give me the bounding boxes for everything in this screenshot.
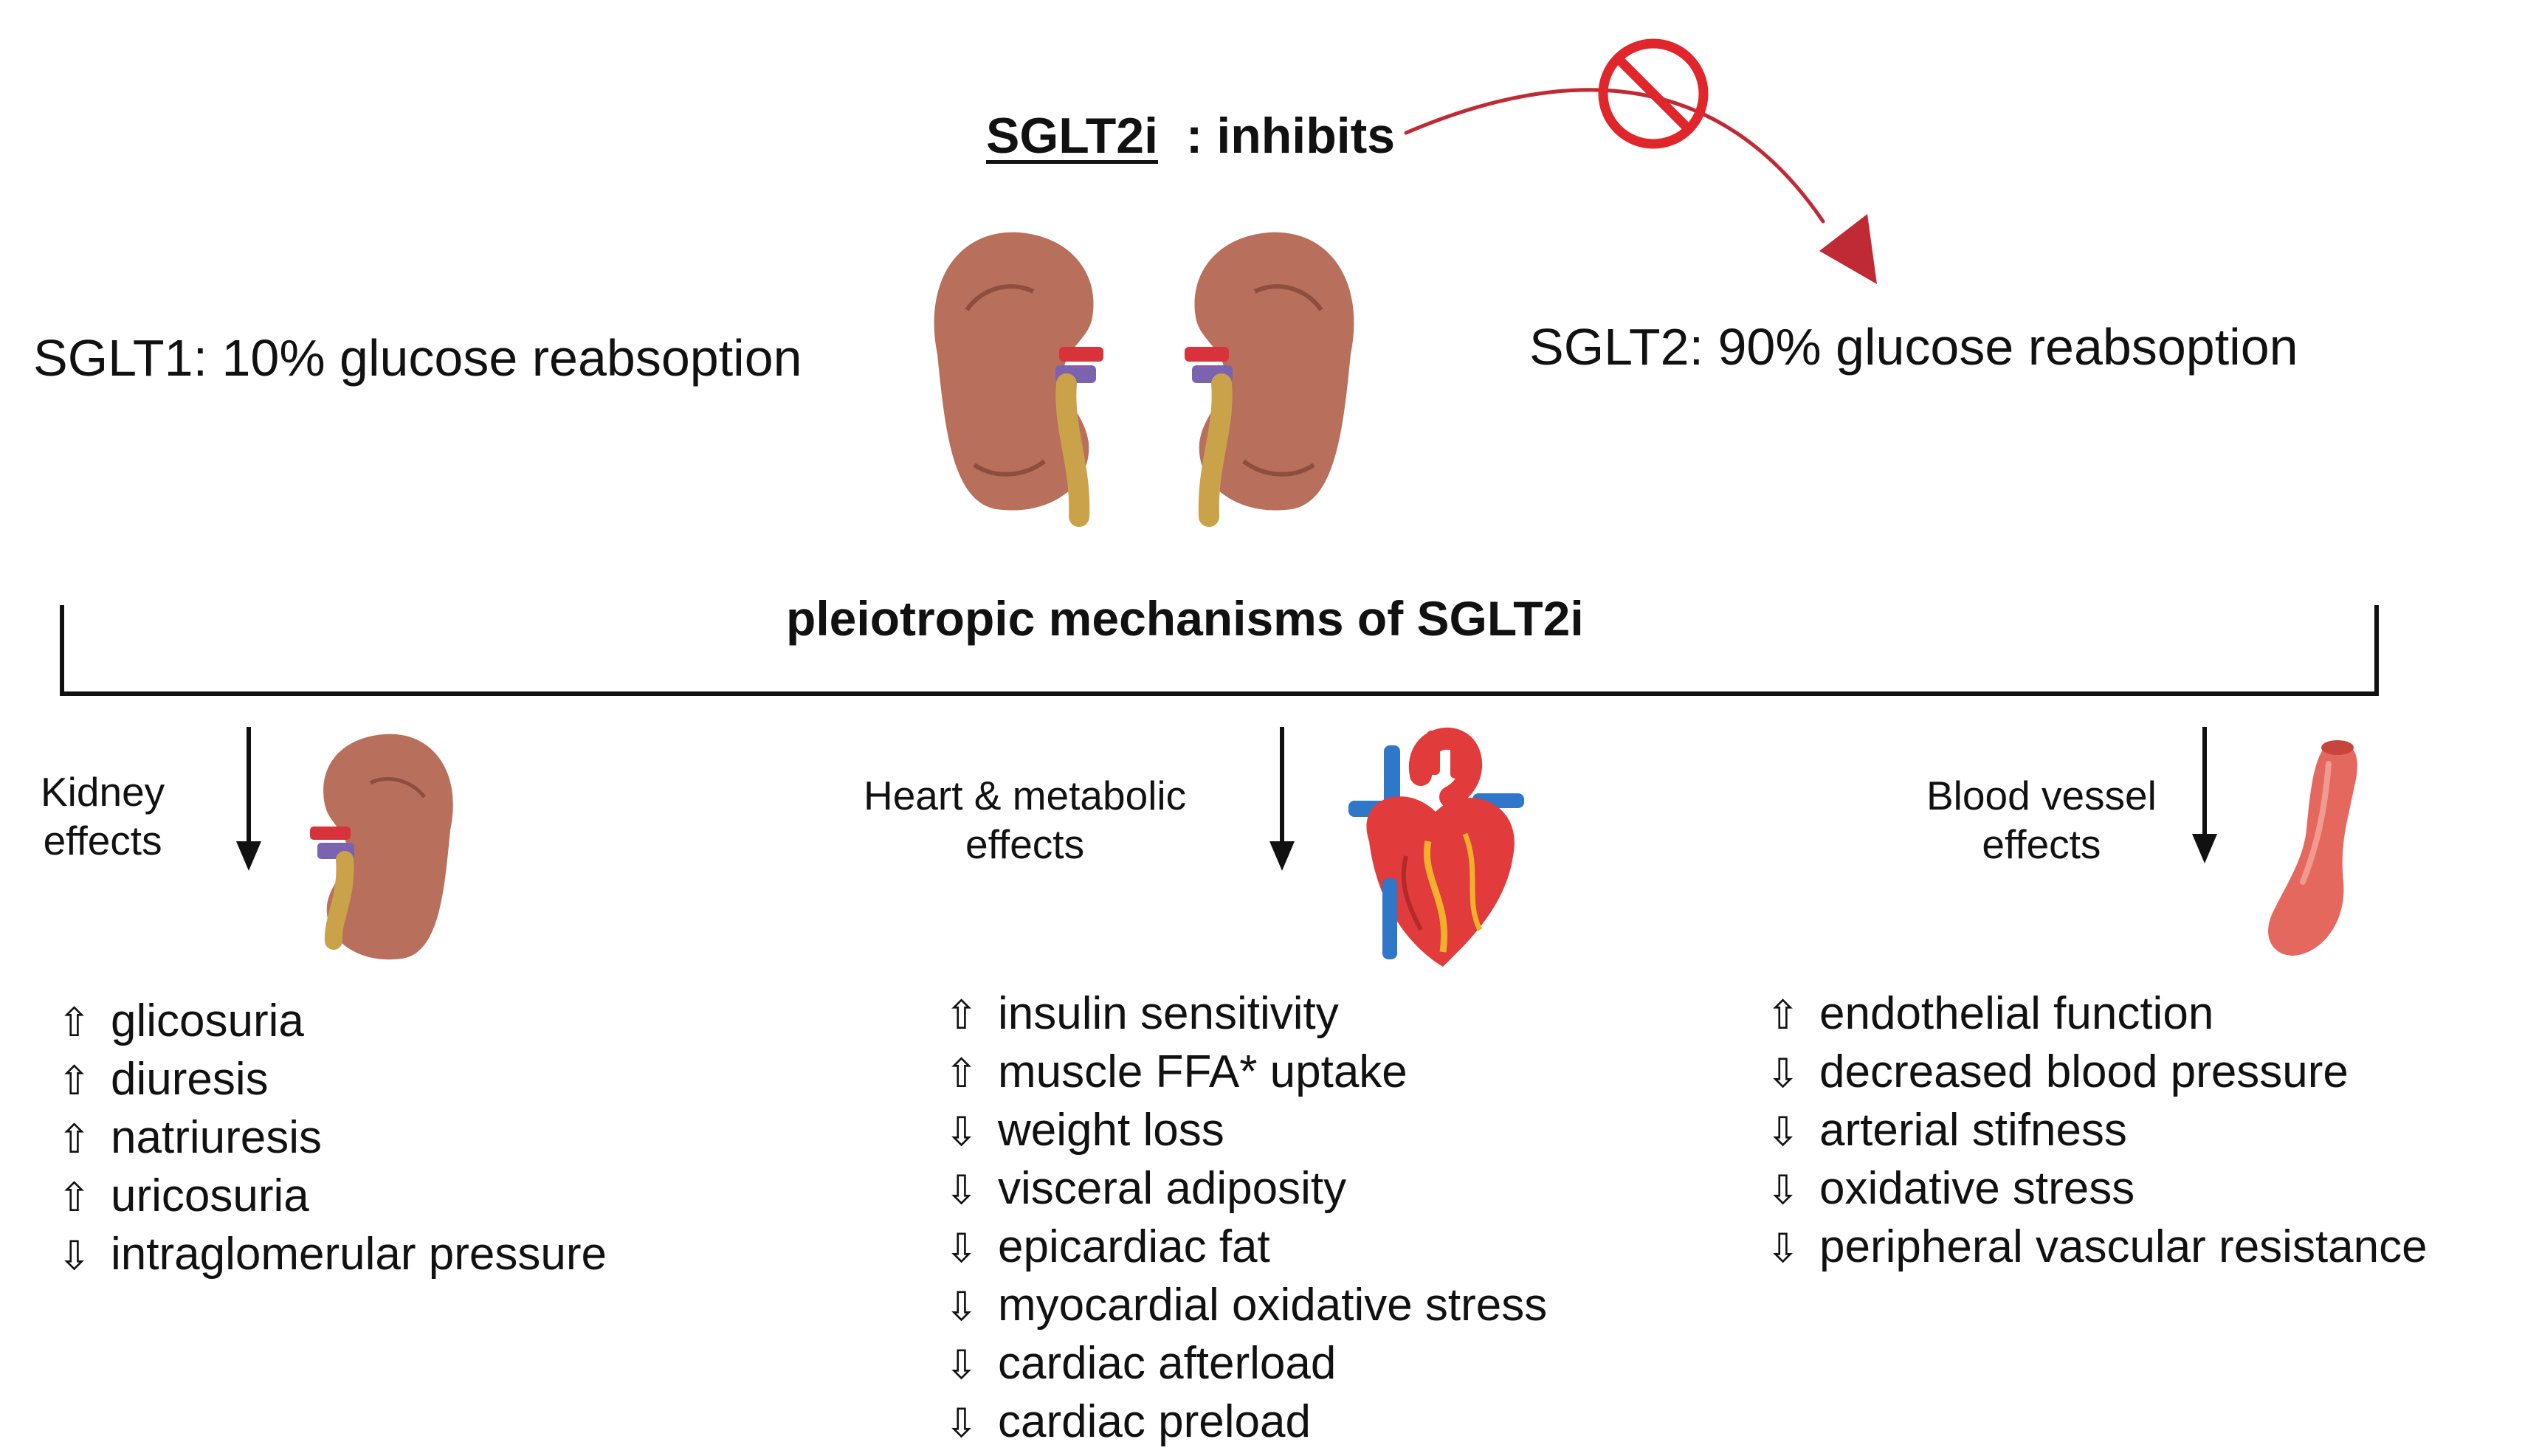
list-item: ⇩ decreased blood pressure bbox=[1766, 1043, 2428, 1102]
list-item-text: visceral adiposity bbox=[998, 1163, 1347, 1214]
down-arrow-icon bbox=[2192, 727, 2217, 863]
decrease-arrow-icon: ⇩ bbox=[945, 1283, 979, 1330]
list-item-text: peripheral vascular resistance bbox=[1819, 1221, 2428, 1272]
list-item: ⇩ weight loss bbox=[945, 1102, 1547, 1160]
decrease-arrow-icon: ⇩ bbox=[945, 1167, 979, 1213]
decrease-arrow-icon: ⇩ bbox=[1766, 1050, 1800, 1097]
kidney-effects-list: ⇧ glicosuria ⇧ diuresis ⇧ natriuresis ⇧ uricosu… bbox=[58, 993, 607, 1284]
list-item-text: diuresis bbox=[111, 1054, 269, 1105]
increase-arrow-icon: ⇧ bbox=[1766, 992, 1800, 1038]
list-item: ⇧ uricosuria bbox=[58, 1167, 607, 1226]
list-item-text: insulin sensitivity bbox=[998, 988, 1339, 1039]
list-item-text: intraglomerular pressure bbox=[111, 1229, 607, 1280]
arrow-head-icon bbox=[1819, 214, 1877, 284]
list-item: ⇩ intraglomerular pressure bbox=[58, 1226, 607, 1284]
list-item-text: weight loss bbox=[998, 1105, 1224, 1156]
list-item: ⇧ natriuresis bbox=[58, 1109, 607, 1167]
sglt2-label: SGLT2: 90% glucose reabsoption bbox=[1529, 318, 2298, 376]
decrease-arrow-icon: ⇩ bbox=[945, 1225, 979, 1272]
list-item: ⇩ epicardiac fat bbox=[945, 1218, 1547, 1277]
sglt1-label: SGLT1: 10% glucose reabsoption bbox=[33, 329, 802, 387]
list-item-text: muscle FFA* uptake bbox=[998, 1046, 1408, 1097]
heart-icon bbox=[1348, 727, 1524, 967]
right-kidney-icon bbox=[1185, 232, 1354, 527]
list-item: ⇩ oxidative stress bbox=[1766, 1160, 2428, 1218]
list-item: ⇧ insulin sensitivity bbox=[945, 985, 1547, 1043]
list-item: ⇩ cardiac preload bbox=[945, 1393, 1547, 1452]
list-item-text: epicardiac fat bbox=[998, 1221, 1270, 1272]
vessel-effects-list: ⇧ endothelial function ⇩ decreased blood pr… bbox=[1766, 985, 2428, 1277]
list-item-text: decreased blood pressure bbox=[1819, 1046, 2349, 1097]
list-item-text: myocardial oxidative stress bbox=[998, 1280, 1548, 1331]
left-kidney-icon bbox=[934, 232, 1103, 527]
decrease-arrow-icon: ⇩ bbox=[1766, 1167, 1800, 1213]
heart-effects-list: ⇧insulin sensitivity⇧muscle FFA* uptake⇩… bbox=[945, 985, 1547, 1452]
list-item-text: glicosuria bbox=[111, 996, 304, 1046]
list-item-text: cardiac afterload bbox=[998, 1338, 1337, 1389]
kidney-pair-icon bbox=[934, 232, 1354, 527]
drug-action: : inhibits bbox=[1185, 108, 1396, 164]
increase-arrow-icon: ⇧ bbox=[58, 1116, 92, 1162]
list-item-text: oxidative stress bbox=[1819, 1163, 2135, 1214]
drug-title: SGLT2i : inhibits bbox=[986, 107, 1395, 165]
decrease-arrow-icon: ⇩ bbox=[945, 1108, 979, 1155]
list-item: ⇩ visceral adiposity bbox=[945, 1160, 1547, 1218]
list-item: ⇧ diuresis bbox=[58, 1051, 607, 1109]
down-arrow-icon bbox=[1269, 727, 1295, 871]
decrease-arrow-icon: ⇩ bbox=[945, 1400, 979, 1446]
list-item-text: cardiac preload bbox=[998, 1396, 1311, 1447]
list-item: ⇧ endothelial function bbox=[1766, 985, 2428, 1043]
vessel-group-label: Blood vessel effects bbox=[1926, 773, 2157, 867]
increase-arrow-icon: ⇧ bbox=[58, 1058, 92, 1104]
decrease-arrow-icon: ⇩ bbox=[58, 1232, 92, 1279]
increase-arrow-icon: ⇧ bbox=[58, 1174, 92, 1221]
drug-name: SGLT2i bbox=[986, 108, 1158, 164]
list-item-text: uricosuria bbox=[111, 1170, 309, 1221]
increase-arrow-icon: ⇧ bbox=[945, 992, 979, 1038]
list-item: ⇩ myocardial oxidative stress bbox=[945, 1277, 1547, 1335]
increase-arrow-icon: ⇧ bbox=[58, 999, 92, 1046]
list-item-text: arterial stifness bbox=[1819, 1105, 2127, 1156]
list-item: ⇩ peripheral vascular resistance bbox=[1766, 1218, 2428, 1277]
decrease-arrow-icon: ⇩ bbox=[945, 1342, 979, 1388]
down-arrow-icon bbox=[236, 727, 261, 871]
prohibition-icon bbox=[1598, 38, 1709, 149]
mechanisms-title: pleiotropic mechanisms of SGLT2i bbox=[786, 591, 1584, 646]
heart-group-label: Heart & metabolic effects bbox=[864, 773, 1187, 867]
list-item: ⇩ cardiac afterload bbox=[945, 1335, 1547, 1393]
list-item: ⇩ arterial stifness bbox=[1766, 1102, 2428, 1160]
blood-vessel-icon bbox=[2268, 740, 2357, 956]
decrease-arrow-icon: ⇩ bbox=[1766, 1225, 1800, 1272]
kidney-icon bbox=[310, 734, 453, 960]
list-item-text: endothelial function bbox=[1819, 988, 2214, 1039]
kidney-group-label: Kidney effects bbox=[41, 769, 165, 863]
list-item: ⇧ muscle FFA* uptake bbox=[945, 1043, 1547, 1102]
increase-arrow-icon: ⇧ bbox=[945, 1050, 979, 1097]
list-item-text: natriuresis bbox=[111, 1112, 322, 1163]
list-item: ⇧ glicosuria bbox=[58, 993, 607, 1051]
decrease-arrow-icon: ⇩ bbox=[1766, 1108, 1800, 1155]
